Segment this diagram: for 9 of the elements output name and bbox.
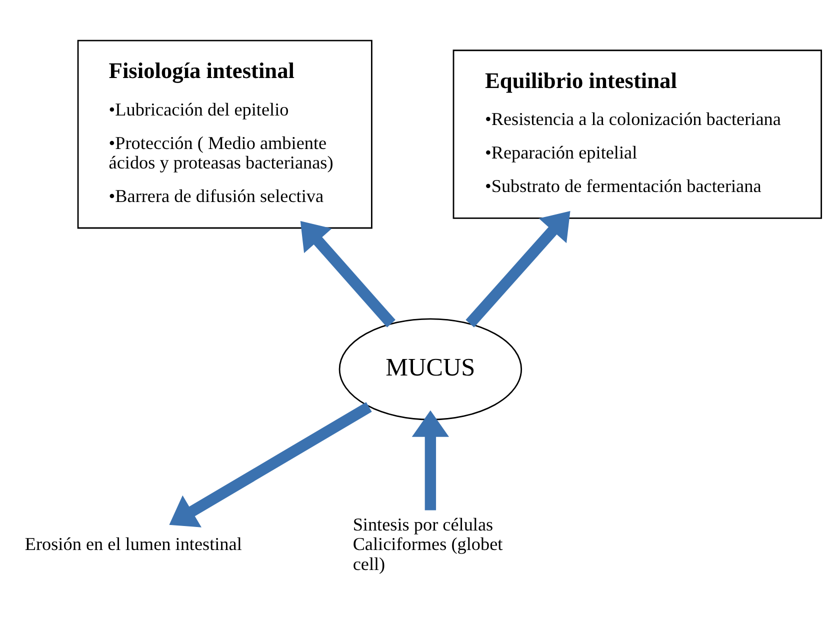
arrow bbox=[169, 402, 372, 527]
arrow bbox=[466, 210, 570, 327]
arrow bbox=[412, 410, 450, 510]
node-text: Sintesis por células Caliciformes (globet cell) bbox=[352, 514, 503, 574]
node-box: Fisiología intestinal •Lubricación del epitelio •Protección ( Medio ambiente ácidos y proteasas bacterianas) •Barrera de difusión selectiva bbox=[77, 39, 372, 228]
node-text: Erosión en el lumen intestinal bbox=[24, 534, 242, 554]
node-box: Equilibrio intestinal •Resistencia a la colonización bacteriana •Reparación epitelial •Substrato de fermentación bacteriana bbox=[452, 49, 822, 218]
node-ellipse: MUCUS bbox=[338, 318, 522, 420]
arrow bbox=[300, 220, 396, 327]
